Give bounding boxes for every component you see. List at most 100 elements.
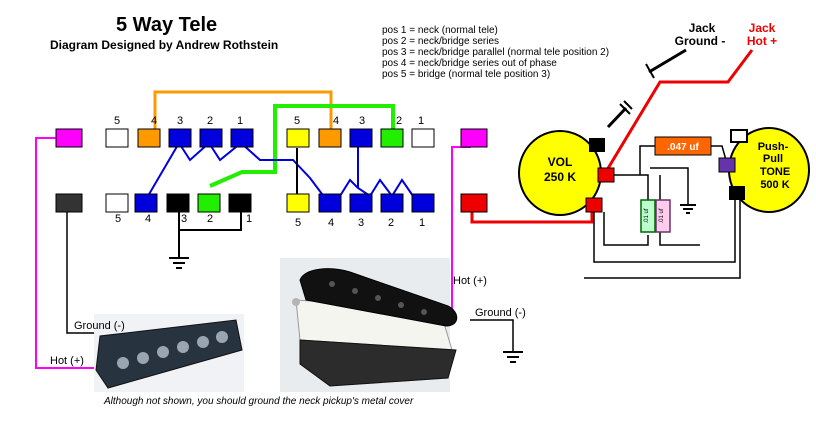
bridge-pole-2: [352, 288, 358, 294]
tone-pot-label-2: Pull: [763, 153, 783, 165]
terminal-bottom-right-3: [349, 193, 373, 213]
terminal-bottom-left-4: [134, 193, 158, 213]
wire-pink-cap-bottom: [659, 230, 700, 246]
terminal-bottom-right-1: [411, 193, 435, 213]
label-top-right-4: 4: [333, 115, 339, 127]
capacitor-green: [640, 199, 656, 233]
terminal-top-right-1: [411, 128, 435, 148]
wire-blue-right-2: [339, 178, 359, 197]
ground-note-caption: Although not shown, you should ground th…: [104, 396, 414, 407]
label-top-right-3: 3: [359, 115, 365, 127]
neck-pole-3: [157, 346, 169, 358]
bridge-pole-4: [398, 302, 404, 308]
wire-cap-left: [639, 145, 655, 175]
diagram-title: 5 Way Tele: [116, 14, 218, 36]
volume-lug-out: [597, 167, 615, 183]
wire-red-switch-to-vol: [470, 205, 594, 224]
label-bottom-right-1: 1: [419, 217, 425, 229]
jack-ground-symbol-1: [645, 63, 655, 79]
bridge-pole-5: [421, 309, 427, 315]
neck-pickup-image: [94, 314, 244, 392]
jack-ground-label-1: Jack: [689, 21, 716, 35]
vol-ground-symbol-2: [623, 100, 633, 110]
terminal-top-right-5: [286, 128, 310, 148]
tone-pot-label-4: 500 K: [760, 179, 789, 191]
tone-pot-label-1: Push-: [758, 141, 789, 153]
terminal-top-right-2: [380, 128, 404, 148]
label-top-right-1: 1: [418, 115, 424, 127]
neck-pole-2: [137, 352, 149, 364]
terminal-neck-hot: [55, 128, 83, 148]
position-2-text: pos 2 = neck/bridge series: [382, 36, 500, 47]
terminal-output: [460, 193, 488, 213]
neck-pole-4: [177, 341, 189, 353]
label-bottom-right-4: 4: [328, 217, 334, 229]
terminal-bridge-hot: [460, 128, 488, 148]
wire-magenta-neck-hot: [35, 137, 94, 369]
diagram-subtitle: Diagram Designed by Andrew Rothstein: [50, 38, 279, 52]
capacitor-pink: [655, 199, 671, 233]
label-top-left-1: 1: [237, 115, 243, 127]
wire-blue-right: [357, 143, 414, 198]
wire-vol-ground: [606, 106, 628, 129]
bridge-pole-1: [329, 281, 335, 287]
terminal-top-left-2: [199, 128, 223, 148]
wire-red-jack-hot: [602, 49, 754, 176]
wire-bridge-ground: [470, 319, 514, 352]
wire-orange: [153, 90, 333, 133]
bridge-pole-3: [375, 295, 381, 301]
capacitor-047: [654, 136, 712, 156]
terminal-top-left-1: [230, 128, 254, 148]
label-bottom-left-4: 4: [145, 213, 151, 225]
wire-jack-ground: [648, 48, 687, 74]
label-top-left-2: 2: [207, 115, 213, 127]
volume-lug-ground: [589, 138, 605, 152]
terminal-bottom-left-1: [228, 193, 252, 213]
bridge-screw-left: [292, 298, 300, 306]
position-4-text: pos 4 = neck/bridge series out of phase: [382, 58, 557, 69]
neck-pole-1: [117, 357, 129, 369]
label-top-right-2: 2: [396, 115, 402, 127]
wire-cap-to-tone: [711, 145, 727, 161]
bridge-ground-label: Ground (-): [475, 307, 526, 319]
vol-ground-symbol-1: [619, 103, 631, 115]
terminal-bottom-right-4: [318, 193, 342, 213]
jack-hot-label-1: Jack: [749, 21, 776, 35]
volume-lug-in: [585, 197, 603, 213]
tone-lug-bottom: [729, 186, 745, 200]
position-3-text: pos 3 = neck/bridge parallel (normal tel…: [382, 47, 610, 58]
label-top-left-3: 3: [177, 115, 183, 127]
label-top-right-5: 5: [294, 115, 300, 127]
terminal-top-left-3: [168, 128, 192, 148]
neck-ground-label: Ground (-): [74, 320, 125, 332]
label-bottom-left-3: 3: [181, 213, 187, 225]
terminal-bottom-left-5: [105, 193, 129, 213]
jack-ground-label-2: Ground -: [675, 34, 726, 48]
bridge-pickup-image: [280, 258, 458, 392]
label-bottom-right-5: 5: [295, 217, 301, 229]
position-1-text: pos 1 = neck (normal tele): [382, 25, 498, 36]
label-bottom-left-1: 1: [246, 213, 252, 225]
wire-vol-to-green-cap: [603, 212, 649, 246]
label-bottom-right-3: 3: [358, 217, 364, 229]
tone-lug-top: [730, 129, 748, 143]
neck-hot-label: Hot (+): [50, 355, 84, 367]
terminal-top-left-4: [137, 128, 161, 148]
tone-pot-label-3: TONE: [760, 166, 790, 178]
neck-pole-6: [216, 331, 228, 343]
bridge-hot-label: Hot (+): [453, 275, 487, 287]
label-top-left-4: 4: [151, 115, 157, 127]
label-bottom-left-5: 5: [115, 213, 121, 225]
wire-tone-ground-drop: [650, 167, 689, 205]
terminal-neck-ground: [55, 193, 83, 213]
terminal-top-right-3: [349, 128, 373, 148]
wire-magenta-bridge-hot: [451, 146, 471, 315]
position-5-text: pos 5 = bridge (normal tele position 3): [382, 69, 551, 80]
label-bottom-right-2: 2: [388, 217, 394, 229]
tone-lug-mid: [718, 157, 736, 173]
wire-blue-to-bottom4: [147, 142, 180, 197]
wire-ground-return: [584, 196, 741, 279]
volume-pot-label-2: 250 K: [544, 170, 576, 184]
terminal-bottom-right-5: [286, 193, 310, 213]
